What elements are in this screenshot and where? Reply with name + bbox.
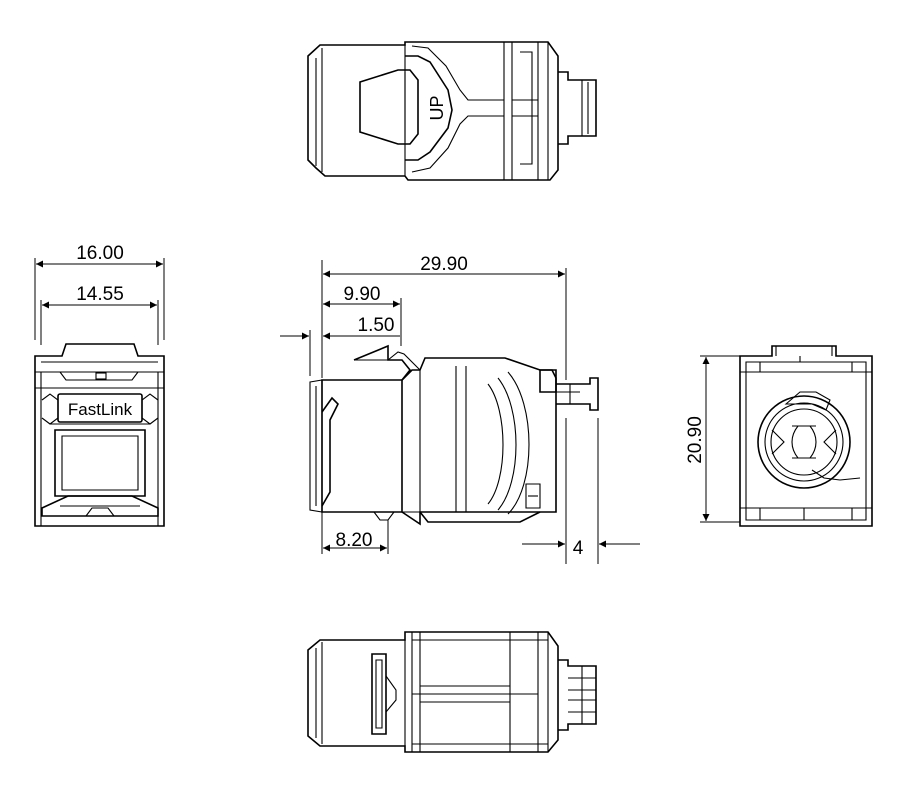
bottom-view <box>307 631 597 753</box>
dim-tail: 4 <box>573 538 584 559</box>
dim-height: 20.90 <box>685 416 706 464</box>
dim-width-outer: 16.00 <box>76 243 124 264</box>
brand-label: FastLink <box>68 400 133 419</box>
top-view: UP <box>307 41 597 181</box>
dim-width-inner: 14.55 <box>76 284 124 305</box>
dim-length: 29.90 <box>420 254 468 275</box>
rear-view: 20.90 <box>685 345 873 527</box>
side-view: 29.90 9.90 1.50 <box>280 254 640 564</box>
dim-front: 9.90 <box>344 284 381 305</box>
front-view: 16.00 14.55 FastLink <box>34 243 165 527</box>
up-orientation-mark: UP <box>427 95 447 120</box>
dim-bottom: 8.20 <box>336 530 373 551</box>
dim-step: 1.50 <box>358 315 395 336</box>
